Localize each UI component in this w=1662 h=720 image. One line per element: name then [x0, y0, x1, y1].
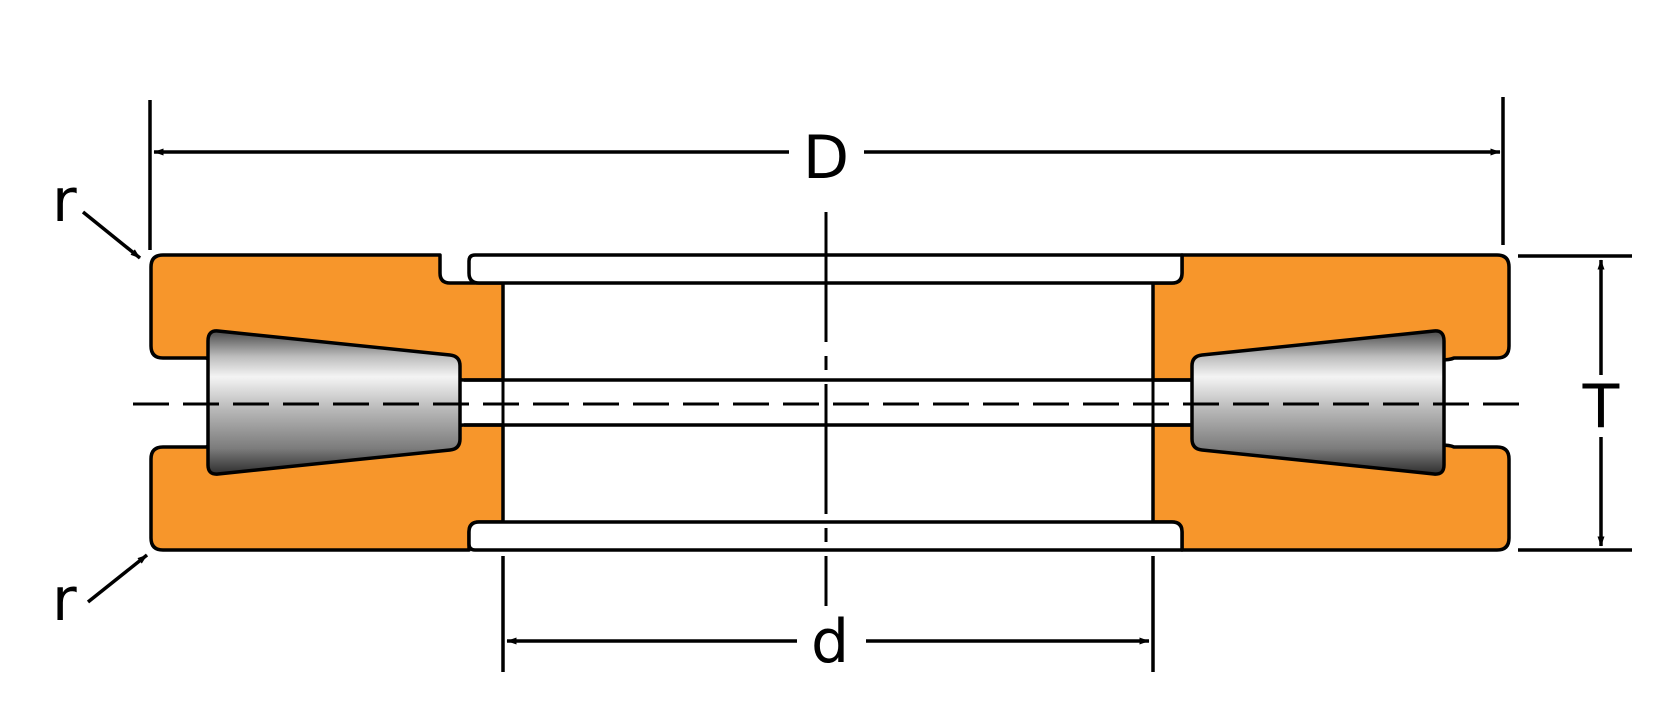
bore-diameter-label: d — [811, 607, 849, 677]
radius-label-top: r — [52, 166, 77, 236]
radius-arrow-bottom — [86, 553, 149, 604]
radius-label-bottom: r — [52, 565, 77, 635]
height-label: T — [1582, 372, 1620, 442]
radius-arrow-top — [81, 210, 142, 260]
outer-diameter-label: D — [803, 123, 849, 193]
